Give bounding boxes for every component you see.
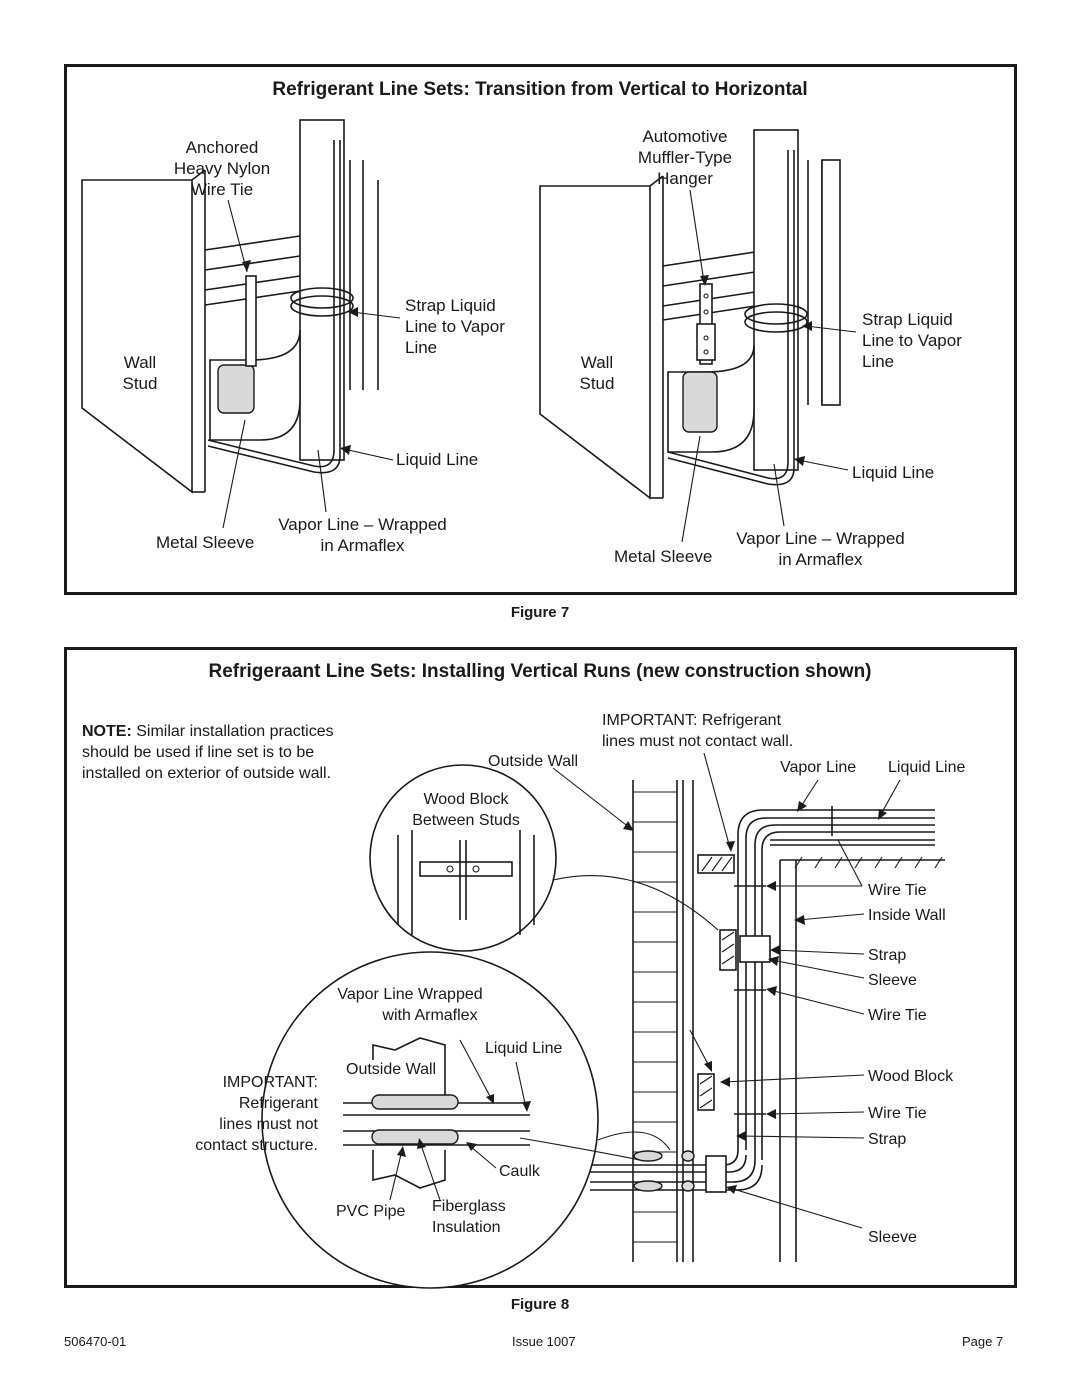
vapor-line-label: Vapor Line <box>780 759 857 776</box>
strap-upper <box>739 935 771 963</box>
strap-label-2: Strap <box>868 1131 907 1148</box>
wire-tie-label-1: Wire Tie <box>868 882 927 899</box>
top-plate-block <box>697 854 735 874</box>
metal-sleeve-right <box>682 371 718 433</box>
strap-label-1: Strap <box>868 947 907 964</box>
right-installation-drawing <box>539 129 841 500</box>
figure-7-title: Refrigerant Line Sets: Transition from V… <box>272 79 808 100</box>
figure-7-frame <box>64 64 1017 595</box>
figure-8-leaders <box>552 752 901 1229</box>
detail-circle-wood-block <box>369 764 719 952</box>
left-installation-drawing <box>81 119 379 494</box>
liquid-line-label: Liquid Line <box>888 759 966 776</box>
metal-sleeve-label-right: Metal Sleeve <box>614 547 713 566</box>
pvc-pipe-lower <box>371 1129 459 1145</box>
inside-wall-label: Inside Wall <box>868 907 946 924</box>
pvc-pipe-upper <box>371 1094 459 1110</box>
detail-circle-penetration <box>261 951 671 1289</box>
wall-siding <box>633 791 677 1243</box>
installation-note: NOTE: Similar installation practices sho… <box>82 723 334 782</box>
sleeve-label-2: Sleeve <box>868 1229 917 1246</box>
nylon-wire-tie <box>245 275 257 367</box>
figure-7-leaders <box>222 189 857 543</box>
metal-sleeve-label-left: Metal Sleeve <box>156 533 255 552</box>
liquid-line-label-left: Liquid Line <box>396 450 479 469</box>
liquid-line-label-right: Liquid Line <box>852 463 935 482</box>
wire-tie-label-2: Wire Tie <box>868 1007 927 1024</box>
strap-lower <box>705 1155 727 1193</box>
sleeve-label-1: Sleeve <box>868 972 917 989</box>
page-number: Page 7 <box>962 1334 1004 1349</box>
detail-outside-wall-label: Outside Wall <box>346 1061 437 1078</box>
line-set <box>590 806 935 1193</box>
pvc-pipe-label: PVC Pipe <box>336 1203 406 1220</box>
figure-8-frame <box>64 647 1017 1288</box>
strap-clamp <box>290 287 354 309</box>
detail-liquid-line-label: Liquid Line <box>485 1040 563 1057</box>
figure-8-caption: Figure 8 <box>510 1296 570 1313</box>
metal-sleeve <box>217 364 255 414</box>
caulk-label: Caulk <box>499 1163 540 1180</box>
vapor-line-vertical <box>299 119 345 461</box>
wood-block-label: Wood Block <box>868 1068 954 1085</box>
wire-tie-label-3: Wire Tie <box>868 1105 927 1122</box>
figure-8-title: Refrigeraant Line Sets: Installing Verti… <box>208 661 872 682</box>
outside-wall-label: Outside Wall <box>488 753 579 770</box>
wood-block-upper <box>719 929 737 971</box>
figure-7-caption: Figure 7 <box>510 604 570 621</box>
doc-number: 506470-01 <box>64 1334 127 1349</box>
issue-number: Issue 1007 <box>512 1334 576 1349</box>
